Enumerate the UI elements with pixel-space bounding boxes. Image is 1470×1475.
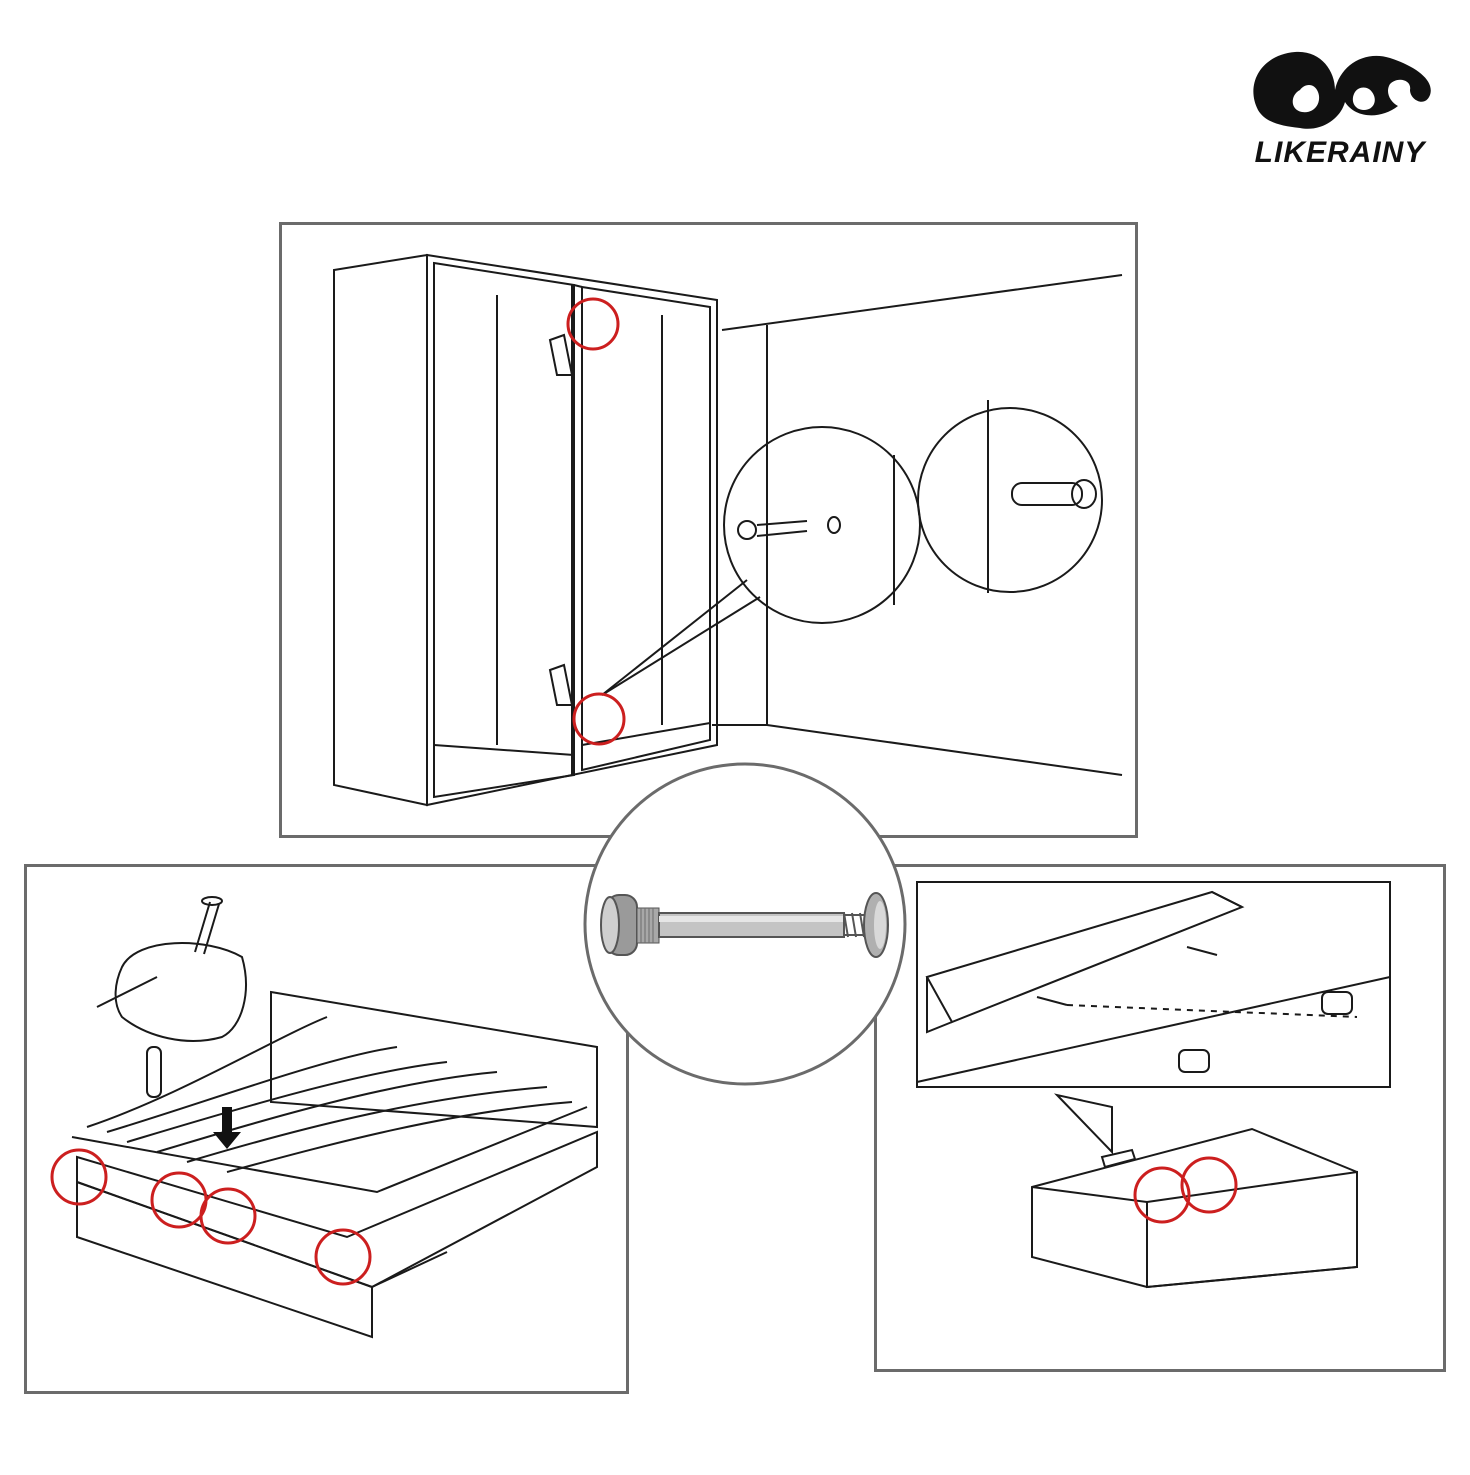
wardrobe-assembly-icon bbox=[333, 253, 1123, 807]
brand-name: LIKERAINY bbox=[1254, 136, 1426, 169]
drawer-assembly-icon bbox=[916, 881, 1391, 1289]
brand-logo: LIKERAINY bbox=[1240, 40, 1440, 180]
wardrobe-panel bbox=[279, 222, 1138, 838]
swirl-cloud-logo-icon bbox=[1253, 51, 1431, 129]
bed-frame-assembly-icon bbox=[50, 896, 598, 1339]
bed-panel bbox=[24, 864, 629, 1394]
drawer-panel bbox=[874, 864, 1446, 1372]
